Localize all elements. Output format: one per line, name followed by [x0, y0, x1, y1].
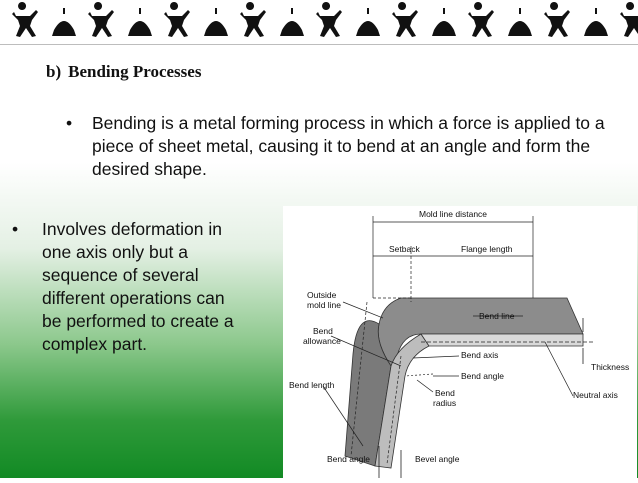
banner-figures — [12, 2, 638, 37]
bullet-deformation: • Involves deformation in one axis only … — [12, 218, 252, 356]
label-bend-radius-2: radius — [433, 398, 456, 408]
decorative-banner — [0, 0, 638, 45]
bullet-definition: • Bending is a metal forming process in … — [66, 112, 626, 181]
dome-icon — [204, 8, 228, 36]
label-bend-allowance-1: Bend — [313, 326, 333, 336]
section-title: Bending Processes — [68, 62, 202, 81]
label-bend-length: Bend length — [289, 380, 335, 390]
label-outside-mold-line-2: mold line — [307, 300, 341, 310]
metal-edge — [420, 333, 584, 347]
label-flange-length: Flange length — [461, 244, 513, 254]
warrior-figure-icon — [240, 2, 266, 37]
warrior-figure-icon — [164, 2, 190, 37]
dome-icon — [508, 8, 532, 36]
label-bend-radius-1: Bend — [435, 388, 455, 398]
label-bend-axis: Bend axis — [461, 350, 498, 360]
warrior-figure-icon — [468, 2, 494, 37]
label-setback: Setback — [389, 244, 420, 254]
dome-icon — [432, 8, 456, 36]
warrior-figure-icon — [392, 2, 418, 37]
label-bevel-angle: Bevel angle — [415, 454, 460, 464]
warrior-figure-icon — [316, 2, 342, 37]
label-bend-angle-bottom: Bend angle — [327, 454, 370, 464]
section-label: b) — [46, 62, 62, 81]
label-bend-line: Bend line — [479, 311, 515, 321]
warrior-figure-icon — [12, 2, 38, 37]
dome-icon — [128, 8, 152, 36]
label-neutral-axis: Neutral axis — [573, 390, 618, 400]
bending-diagram: Mold line distance Setback Flange length… — [283, 206, 637, 478]
label-bend-angle-right: Bend angle — [461, 371, 504, 381]
label-thickness: Thickness — [591, 362, 629, 372]
bullet-dot-icon: • — [12, 219, 19, 239]
dome-icon — [356, 8, 380, 36]
section-heading: b) Bending Processes — [46, 62, 201, 82]
label-mold-line-distance: Mold line distance — [419, 209, 487, 219]
dome-icon — [584, 8, 608, 36]
bullet-dot-icon: • — [66, 113, 73, 133]
dome-icon — [52, 8, 76, 36]
warrior-figure-icon — [88, 2, 114, 37]
bullet-text: Bending is a metal forming process in wh… — [92, 113, 605, 179]
warrior-figure-icon — [620, 2, 638, 37]
bullet-text: Involves deformation in one axis only bu… — [42, 219, 234, 354]
bending-diagram-svg: Mold line distance Setback Flange length… — [289, 209, 629, 478]
warrior-figure-icon — [544, 2, 570, 37]
label-outside-mold-line-1: Outside — [307, 290, 337, 300]
dome-icon — [280, 8, 304, 36]
label-bend-allowance-2: allowance — [303, 336, 341, 346]
